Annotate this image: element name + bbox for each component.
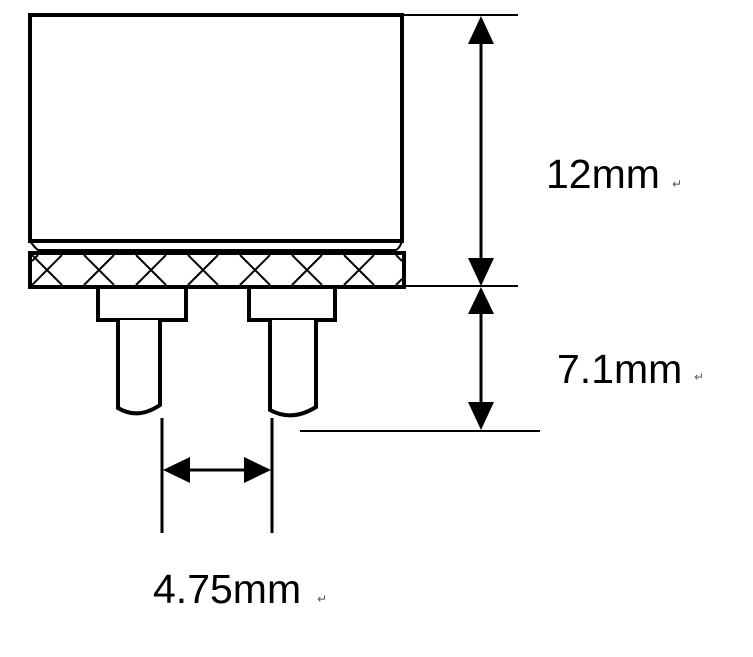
right-pin: [247, 285, 337, 418]
paragraph-mark: ↵: [672, 177, 682, 191]
left-pin-shaft: [116, 320, 162, 416]
right-pin-collar: [247, 285, 337, 322]
left-pin-collar: [96, 285, 188, 322]
arrowhead-down-icon: [468, 402, 494, 430]
paragraph-mark: ↵: [317, 592, 327, 606]
component-body: [28, 13, 404, 243]
height-dimension-label: 12mm: [546, 151, 660, 197]
height-dimension-arrow: [468, 16, 494, 286]
right-pin-shaft: [268, 320, 318, 418]
arrowhead-up-icon: [468, 16, 494, 44]
pin-spacing-dimension-label: 4.75mm: [153, 566, 301, 612]
arrowhead-up-icon: [468, 287, 494, 314]
component-base: [28, 251, 406, 289]
arrowhead-down-icon: [468, 258, 494, 286]
arrowhead-right-icon: [244, 457, 271, 483]
pin-spacing-dimension-arrow: [163, 457, 271, 483]
left-pin: [96, 285, 188, 416]
body-base-joint: [29, 240, 403, 251]
pin-length-dimension-label: 7.1mm: [557, 346, 682, 392]
paragraph-mark: ↵: [694, 370, 704, 384]
pin-length-dimension-arrow: [468, 287, 494, 430]
arrowhead-left-icon: [163, 457, 190, 483]
